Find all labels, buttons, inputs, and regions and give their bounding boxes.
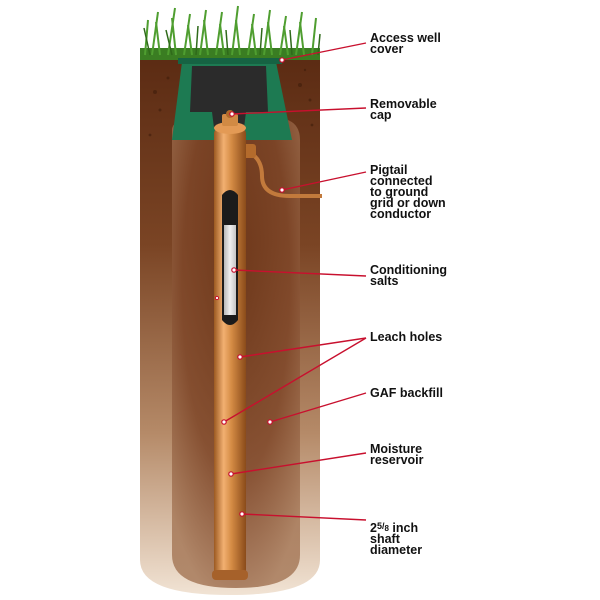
leader-removable-cap [231, 107, 367, 115]
leader-lines [223, 42, 367, 521]
label-moisture-reservoir: Moisture reservoir [370, 442, 424, 467]
label-access-well-cover: Access well cover [370, 31, 441, 56]
shaft-diameter-numerator: 5 [376, 521, 382, 531]
leader-conditioning-salts [233, 269, 367, 277]
leader-moisture-reservoir [230, 452, 367, 475]
soil-texture [148, 68, 314, 137]
label-shaft-diameter: 25/8 inch shaft diameter [370, 510, 422, 556]
leader-shaft-diameter [241, 513, 367, 521]
shaft-diameter-fraction: 5/8 [376, 521, 389, 533]
leach-hole-markers [214, 295, 220, 301]
label-pigtail: Pigtail connected to ground grid or down… [370, 163, 446, 221]
access-well-cover [172, 58, 292, 140]
label-gaf-backfill: GAF backfill [370, 386, 443, 400]
leader-leach-holes-2 [223, 337, 367, 423]
shaft-diameter-denominator: 8 [384, 524, 389, 533]
label-leach-holes: Leach holes [370, 330, 443, 344]
label-conditioning-salts: Conditioning salts [370, 263, 448, 288]
grass [140, 5, 321, 60]
leader-pigtail [281, 171, 367, 191]
leader-end-dots [221, 57, 285, 517]
copper-shaft [212, 110, 248, 580]
shaft-diameter-whole: 2 [370, 521, 377, 535]
shaft-diameter-rest: inch shaft diameter [370, 521, 423, 557]
conditioning-salts-window [222, 190, 238, 325]
leader-gaf-backfill [269, 392, 367, 423]
pigtail-conductor [247, 150, 322, 198]
label-removable-cap: Removable cap [370, 97, 437, 122]
leader-leach-holes-1 [239, 337, 367, 358]
leader-access-well-cover [281, 42, 367, 61]
